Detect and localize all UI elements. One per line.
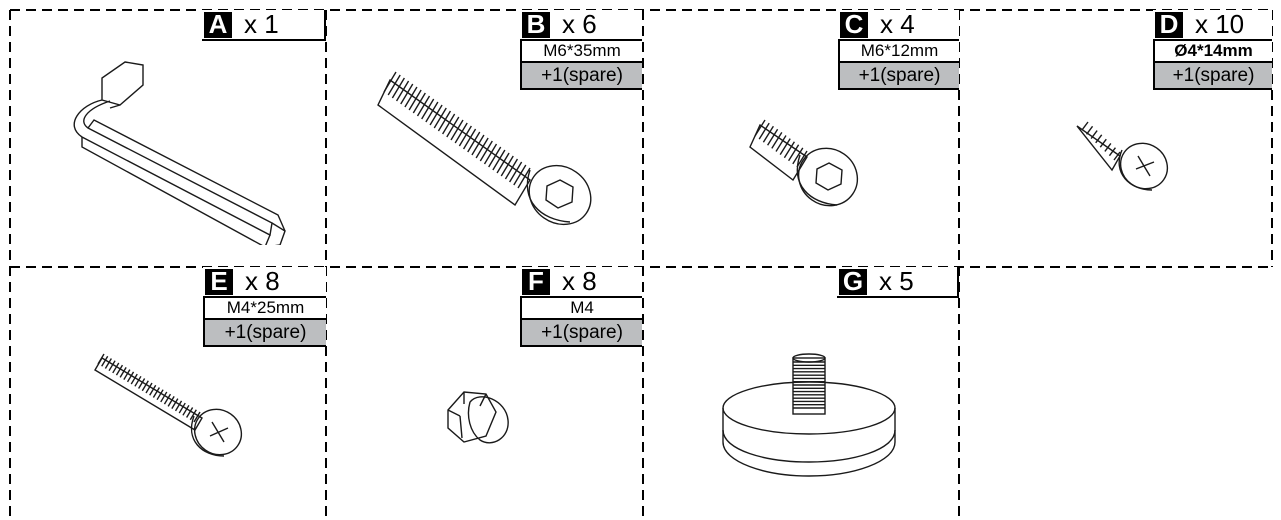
- part-a-qty: x 1: [244, 9, 279, 39]
- part-c-qty: x 4: [880, 9, 915, 39]
- part-g-header: G x 5: [837, 266, 959, 298]
- part-g-title: G x 5: [837, 266, 959, 298]
- part-b-spec: M6*35mm: [520, 41, 642, 63]
- part-g-letter: G: [839, 266, 867, 296]
- part-a-header: A x 1: [202, 9, 326, 41]
- part-d-qty: x 10: [1195, 9, 1245, 39]
- part-c-title: C x 4: [838, 9, 959, 41]
- part-d-title: D x 10: [1153, 9, 1272, 41]
- part-d-letter: D: [1155, 9, 1183, 39]
- bolt-m4-25-icon: [94, 353, 243, 457]
- part-d-spec: Ø4*14mm: [1153, 41, 1272, 63]
- part-b-spare: +1(spare): [520, 63, 642, 90]
- hex-key-icon: [73, 61, 286, 245]
- bolt-m6-35-icon: [377, 71, 592, 226]
- part-e-spare: +1(spare): [203, 320, 326, 347]
- part-g-qty: x 5: [879, 266, 914, 296]
- part-f-spec: M4: [520, 298, 642, 320]
- wood-screw-icon: [1076, 121, 1169, 191]
- part-a-title: A x 1: [202, 9, 326, 41]
- part-f-qty: x 8: [562, 266, 597, 296]
- part-b-qty: x 6: [562, 9, 597, 39]
- part-f-spare: +1(spare): [520, 320, 642, 347]
- leveling-foot-icon: [722, 353, 896, 477]
- bolt-m6-12-icon: [749, 119, 859, 207]
- part-e-title: E x 8: [203, 266, 326, 298]
- part-c-header: C x 4 M6*12mm +1(spare): [838, 9, 959, 90]
- part-e-header: E x 8 M4*25mm +1(spare): [203, 266, 326, 347]
- part-b-header: B x 6 M6*35mm +1(spare): [520, 9, 642, 90]
- part-d-spare: +1(spare): [1153, 63, 1272, 90]
- part-d-header: D x 10 Ø4*14mm +1(spare): [1153, 9, 1272, 90]
- part-a-letter: A: [204, 9, 232, 39]
- part-f-letter: F: [522, 266, 550, 296]
- part-c-spare: +1(spare): [838, 63, 959, 90]
- part-b-letter: B: [522, 9, 550, 39]
- part-e-letter: E: [205, 266, 233, 296]
- part-e-qty: x 8: [245, 266, 280, 296]
- part-c-spec: M6*12mm: [838, 41, 959, 63]
- part-c-letter: C: [840, 9, 868, 39]
- cap-nut-icon: [447, 391, 509, 444]
- part-b-title: B x 6: [520, 9, 642, 41]
- part-e-spec: M4*25mm: [203, 298, 326, 320]
- part-f-title: F x 8: [520, 266, 642, 298]
- part-f-header: F x 8 M4 +1(spare): [520, 266, 642, 347]
